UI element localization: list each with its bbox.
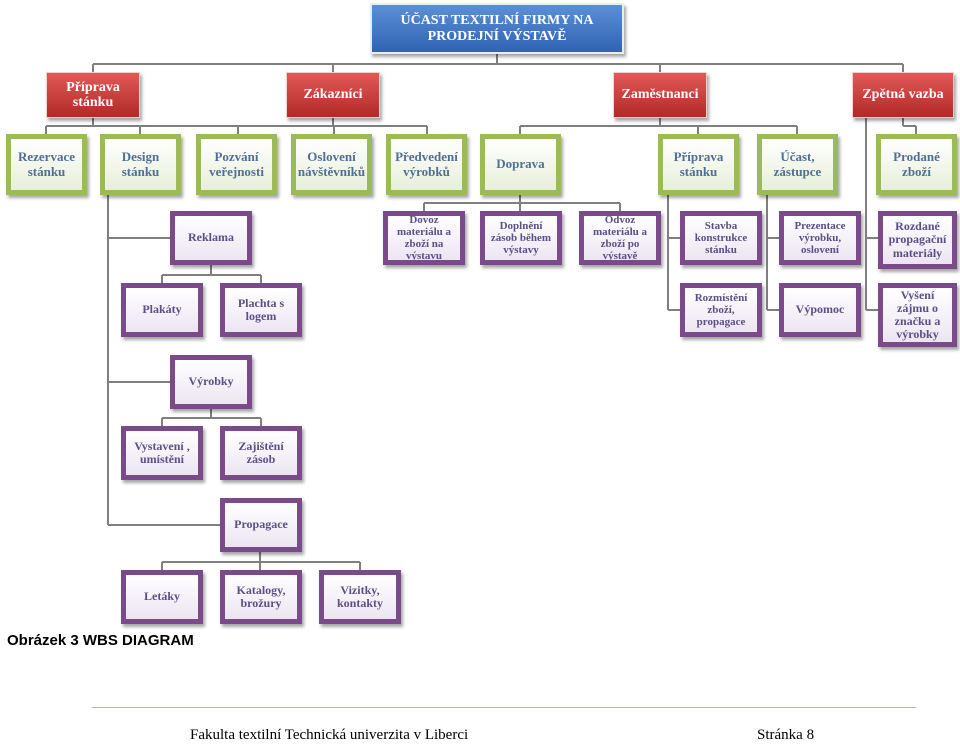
footer-page-number: Stránka 8 xyxy=(757,727,815,743)
node-osloveni: Oslovení návštěvníků xyxy=(291,134,372,195)
node-odvoz: Odvoz materiálu a zboží po výstavě xyxy=(579,211,661,265)
node-vyrobky: Výrobky xyxy=(170,355,252,409)
footer-university: Fakulta textilní Technická univerzita v … xyxy=(190,727,469,743)
node-vizitky: Vizitky, kontakty xyxy=(319,570,401,624)
node-plakaty: Plakáty xyxy=(121,283,203,337)
node-vystaveni: Vystavení , umístění xyxy=(121,426,203,480)
node-pozvani: Pozvání veřejnosti xyxy=(196,134,277,195)
node-priprava-stanku: Příprava stánku xyxy=(658,134,739,195)
node-doprava: Doprava xyxy=(480,134,561,195)
node-design: Design stánku xyxy=(100,134,181,195)
node-reklama: Reklama xyxy=(170,211,252,265)
node-vypomoc: Výpomoc xyxy=(779,283,861,337)
node-prezentace: Prezentace výrobku, oslovení xyxy=(779,211,861,265)
root-node: ÚČAST TEXTILNÍ FIRMY NA PRODEJNÍ VÝSTAVĚ xyxy=(370,3,624,54)
node-doplneni: Doplnění zásob během výstavy xyxy=(480,211,562,265)
node-zajisteni: Zajištění zásob xyxy=(220,426,302,480)
node-rozmisteni: Rozmístění zboží, propagace xyxy=(680,283,762,337)
node-zamestnanci: Zaměstnanci xyxy=(613,72,707,118)
node-vyseni: Vyšení zájmu o značku a výrobky xyxy=(878,283,957,347)
node-rezervace: Rezervace stánku xyxy=(6,134,87,195)
node-priprava: Příprava stánku xyxy=(46,72,140,118)
figure-caption: Obrázek 3 WBS DIAGRAM xyxy=(7,632,194,649)
node-zakaznici: Zákazníci xyxy=(286,72,380,118)
footer-divider xyxy=(92,707,916,708)
node-stavba: Stavba konstrukce stánku xyxy=(680,211,762,265)
node-rozdane: Rozdané propagační materiály xyxy=(878,211,957,269)
node-letaky: Letáky xyxy=(121,570,203,624)
node-katalogy: Katalogy, brožury xyxy=(220,570,302,624)
node-ucast: Účast, zástupce xyxy=(757,134,838,195)
node-plachta: Plachta s logem xyxy=(220,283,302,337)
node-propagace: Propagace xyxy=(220,498,302,552)
node-predvedeni: Předvedení výrobků xyxy=(386,134,467,195)
node-prodane: Prodané zboží xyxy=(876,134,957,195)
node-dovoz: Dovoz materiálu a zboží na výstavu xyxy=(383,211,465,265)
node-zpetna-vazba: Zpětná vazba xyxy=(852,72,954,118)
